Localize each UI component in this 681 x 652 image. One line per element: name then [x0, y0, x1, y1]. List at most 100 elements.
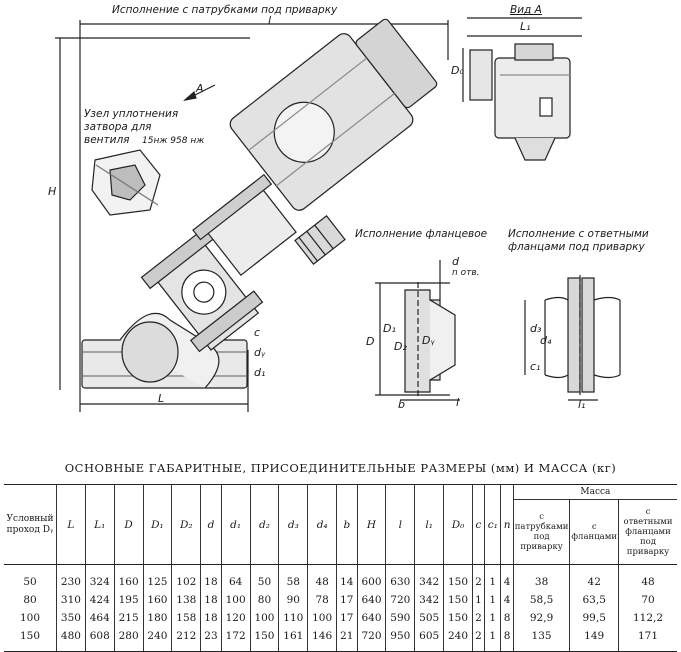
table-cell: 58,5 [512, 591, 571, 609]
table-cell: 1 [484, 627, 502, 652]
table-cell: 240 [443, 627, 473, 652]
table-cell: 160 [113, 564, 144, 591]
table-cell: 608 [84, 627, 115, 652]
col-header-mass-nipples: с патрубками под приварку [513, 499, 571, 565]
table-cell: 21 [336, 627, 358, 652]
col-header: D [113, 484, 144, 565]
table-cell: 63,5 [569, 591, 619, 609]
dim-n-holes: n отв. [452, 268, 480, 278]
table-cell: 150 [443, 609, 473, 627]
table-cell: 110 [278, 609, 309, 627]
table-cell: 48 [618, 564, 677, 591]
label-flange-version: Исполнение фланцевое [355, 228, 488, 240]
dim-c: c [254, 326, 261, 339]
col-header-nominal-bore: Условный проход Dᵧ [4, 484, 57, 565]
table-cell: 4 [500, 591, 514, 609]
table-cell: 1 [484, 609, 502, 627]
col-header: c [471, 484, 486, 565]
dim-d: d [452, 255, 459, 268]
table-title: ОСНОВНЫЕ ГАБАРИТНЫЕ, ПРИСОЕДИНИТЕЛЬНЫЕ Р… [64, 461, 617, 475]
col-header: d₃ [278, 484, 309, 565]
table-cell: 8 [500, 609, 514, 627]
table-cell: 230 [56, 564, 86, 591]
label-counter-flange-version: Исполнение с ответными фланцами под прив… [508, 228, 649, 253]
col-header-mass: Масса [512, 484, 677, 500]
table-cell: 1 [484, 591, 502, 609]
table-cell: 505 [414, 609, 445, 627]
dim-b: b [398, 398, 405, 411]
dim-l-top: l [268, 14, 272, 27]
label-seal-code: 15нж 958 нж [142, 136, 205, 146]
table-cell: 630 [385, 564, 416, 591]
table-cell: 172 [220, 627, 251, 652]
table-cell: 100 [249, 609, 280, 627]
table-cell: 605 [414, 627, 445, 652]
table-cell: 48 [307, 564, 338, 591]
table-cell: 161 [278, 627, 309, 652]
col-header: d₂ [249, 484, 280, 565]
table-cell: 17 [336, 609, 358, 627]
dim-d3: d₃ [530, 322, 542, 335]
table-cell: 90 [278, 591, 309, 609]
table-cell: 480 [56, 627, 86, 652]
dim-l1: l₁ [578, 398, 586, 411]
dim-d4: d₄ [540, 334, 552, 347]
col-header-mass-flanges: с фланцами [569, 499, 619, 565]
table-cell: 42 [569, 564, 619, 591]
table-cell: 80 [4, 591, 57, 609]
table-cell: 350 [56, 609, 86, 627]
table-cell: 2 [471, 627, 486, 652]
table-cell: 640 [356, 591, 387, 609]
label-nipple-version: Исполнение с патрубками под приварку [112, 4, 338, 16]
col-header-mass-counter-flanges: с ответными фланцами под приварку [618, 499, 677, 565]
table-cell: 180 [142, 609, 173, 627]
table-cell: 950 [385, 627, 416, 652]
table-cell: 100 [307, 609, 338, 627]
table-cell: 640 [356, 609, 387, 627]
dim-D2: D₂ [394, 340, 407, 353]
table-cell: 23 [200, 627, 222, 652]
table-cell: 280 [113, 627, 144, 652]
table-cell: 14 [336, 564, 358, 591]
table-cell: 4 [500, 564, 514, 591]
table-cell: 171 [618, 627, 677, 652]
table-cell: 18 [200, 564, 222, 591]
col-header: c₁ [484, 484, 502, 565]
table-cell: 464 [84, 609, 115, 627]
dimensions-table: Условный проход Dᵧ L L₁ D D₁ D₂ d d₁ d₂ … [4, 484, 677, 652]
table-cell: 146 [307, 627, 338, 652]
dim-D: D [366, 335, 375, 348]
table-cell: 18 [200, 609, 222, 627]
table-cell: 138 [171, 591, 202, 609]
label-view-a: Вид А [510, 4, 542, 16]
table-cell: 590 [385, 609, 416, 627]
table-cell: 102 [171, 564, 202, 591]
table-cell: 50 [249, 564, 280, 591]
table-cell: 99,5 [569, 609, 619, 627]
table-cell: 17 [336, 591, 358, 609]
table-cell: 195 [113, 591, 144, 609]
table-cell: 135 [512, 627, 571, 652]
dim-D1: D₁ [383, 322, 396, 335]
table-cell: 92,9 [512, 609, 571, 627]
dim-H: H [48, 185, 57, 198]
table-cell: 78 [307, 591, 338, 609]
col-header: l [385, 484, 416, 565]
table-cell: 80 [249, 591, 280, 609]
table-cell: 240 [142, 627, 173, 652]
dim-l-flange: l [456, 396, 460, 409]
table-cell: 720 [356, 627, 387, 652]
col-header: n [500, 484, 514, 565]
dim-L: L [158, 392, 165, 405]
table-cell: 64 [220, 564, 251, 591]
valve-technical-drawing [55, 17, 621, 412]
table-cell: 2 [471, 609, 486, 627]
dim-L1: L₁ [520, 20, 531, 33]
table-cell: 149 [569, 627, 619, 652]
table-cell: 18 [200, 591, 222, 609]
table-cell: 215 [113, 609, 144, 627]
